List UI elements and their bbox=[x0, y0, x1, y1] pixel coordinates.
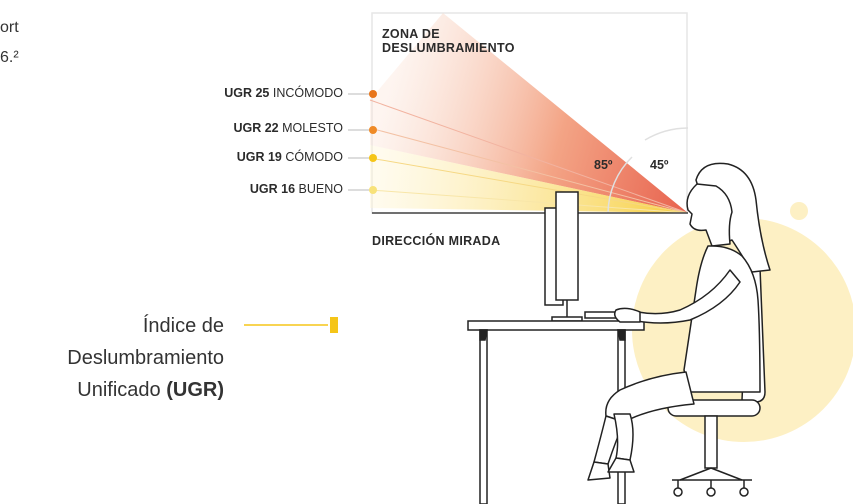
ugr-dot-16 bbox=[369, 186, 377, 194]
angle-label-85: 85º bbox=[594, 158, 613, 172]
seated-person bbox=[587, 162, 771, 481]
ugr-description: CÓMODO bbox=[285, 150, 343, 164]
ugr-value: UGR 22 bbox=[233, 121, 279, 135]
ugr-dot-22 bbox=[369, 126, 377, 134]
monitor bbox=[544, 191, 583, 322]
angle-arc-45 bbox=[644, 127, 689, 141]
angle-arc-85 bbox=[607, 156, 633, 214]
small-dot bbox=[790, 202, 808, 220]
truncated-text-line-2: 6.² bbox=[0, 49, 19, 66]
ugr-dot-19 bbox=[369, 154, 377, 162]
glare-wedge bbox=[370, 13, 688, 213]
ugr-label-22: UGR 22 MOLESTO bbox=[233, 121, 343, 135]
ugr-label-16: UGR 16 BUENO bbox=[250, 182, 343, 196]
glare-zone-title-line-1: ZONA DE bbox=[382, 27, 440, 41]
ugr-value: UGR 19 bbox=[236, 150, 282, 164]
ugr-caption: Índice de Deslumbramiento Unificado (UGR… bbox=[67, 310, 224, 406]
truncated-text-line-1: ort bbox=[0, 19, 19, 36]
angle-label-45: 45º bbox=[650, 158, 669, 172]
ugr-value: UGR 25 bbox=[224, 86, 270, 100]
glare-zone-title: ZONA DE DESLUMBRAMIENTO bbox=[382, 27, 515, 55]
ugr-label-19: UGR 19 CÓMODO bbox=[237, 150, 343, 164]
caption-marker bbox=[330, 317, 338, 333]
ugr-description: MOLESTO bbox=[282, 121, 343, 135]
ugr-description: BUENO bbox=[298, 182, 343, 196]
glare-zone-title-line-2: DESLUMBRAMIENTO bbox=[382, 41, 515, 55]
ugr-label-25: UGR 25 INCÓMODO bbox=[224, 86, 343, 100]
gaze-direction-label: DIRECCIÓN MIRADA bbox=[372, 234, 501, 248]
ugr-caption-bold: (UGR) bbox=[166, 379, 224, 401]
ugr-description: INCÓMODO bbox=[272, 86, 343, 100]
ugr-value: UGR 16 bbox=[249, 182, 296, 196]
ugr-caption-line-3: Unificado (UGR) bbox=[67, 374, 224, 406]
ugr-caption-prefix: Unificado bbox=[77, 379, 167, 401]
ugr-dot-25 bbox=[369, 90, 377, 98]
ugr-caption-line-1: Índice de bbox=[142, 315, 224, 337]
ugr-caption-line-2: Deslumbramiento bbox=[67, 347, 224, 369]
